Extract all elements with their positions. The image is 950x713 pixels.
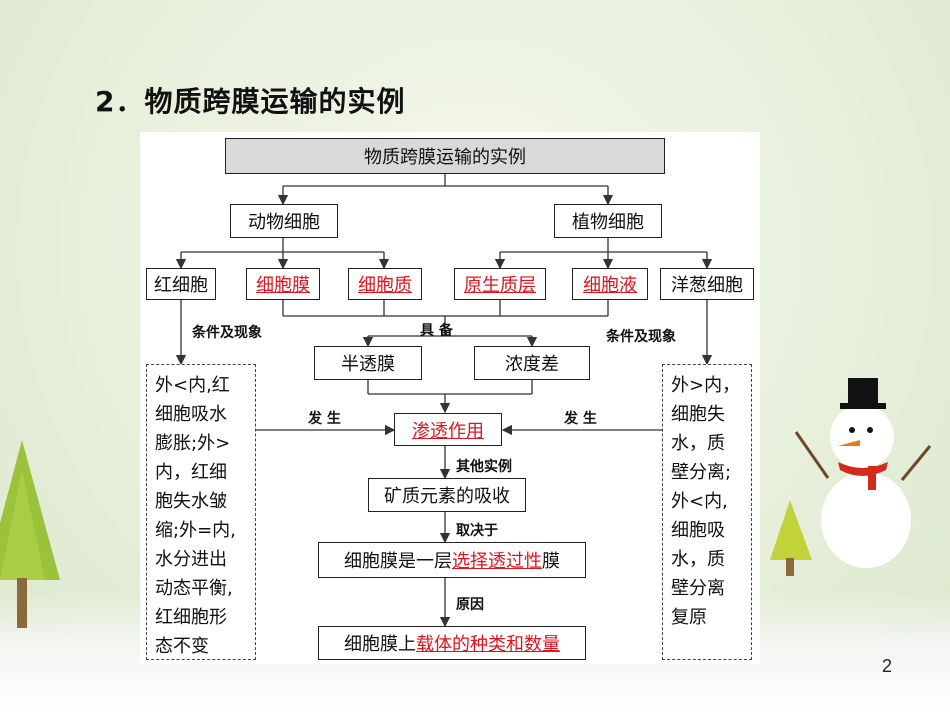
note-line: 外<内, bbox=[671, 491, 728, 512]
red-blood-cell-box: 红细胞 bbox=[146, 268, 216, 300]
right-condition-note: 外>内，细胞失水，质壁分离;外<内,细胞吸水，质壁分离复原 bbox=[662, 364, 752, 660]
selective-suffix: 膜 bbox=[542, 551, 560, 572]
depends-on-label: 取决于 bbox=[456, 523, 498, 539]
semi-permeable-membrane-box: 半透膜 bbox=[314, 346, 422, 380]
left-condition-note: 外<内,红细胞吸水膨胀;外> 内，红细胞失水皱缩;外=内, 水分进出动态平衡, 红细胞… bbox=[146, 364, 256, 660]
occur-left-label: 发 生 bbox=[308, 411, 341, 427]
possess-label: 具 备 bbox=[420, 323, 453, 339]
note-line: 外>内， bbox=[671, 375, 741, 396]
selective-prefix: 细胞膜是一层 bbox=[344, 551, 452, 572]
note-line: 壁分离; bbox=[671, 462, 732, 483]
selective-red-text: 选择透过性 bbox=[452, 551, 542, 572]
note-line: 壁分离 bbox=[671, 578, 725, 599]
reason-label: 原因 bbox=[456, 597, 484, 613]
occur-right-label: 发 生 bbox=[564, 411, 597, 427]
cytoplasm-box: 细胞质 bbox=[348, 268, 422, 300]
protoplast-layer-text: 原生质层 bbox=[464, 275, 536, 296]
note-line: 缩;外=内, bbox=[155, 520, 236, 541]
animal-cell-box: 动物细胞 bbox=[230, 204, 338, 238]
other-examples-label: 其他实例 bbox=[456, 459, 512, 475]
note-line: 水，质 bbox=[671, 433, 725, 454]
cell-sap-text: 细胞液 bbox=[583, 275, 637, 296]
connector-lines bbox=[175, 172, 713, 628]
note-line: 复原 bbox=[671, 607, 707, 628]
carrier-prefix: 细胞膜上 bbox=[344, 634, 416, 655]
cell-sap-box: 细胞液 bbox=[572, 268, 648, 300]
note-line: 外<内,红 bbox=[155, 375, 230, 396]
carrier-box: 细胞膜上载体的种类和数量 bbox=[318, 626, 586, 660]
selective-membrane-box: 细胞膜是一层选择透过性膜 bbox=[318, 542, 586, 578]
tree-small-icon bbox=[770, 500, 812, 576]
note-line: 细胞吸水 bbox=[155, 404, 227, 425]
onion-cell-box: 洋葱细胞 bbox=[660, 268, 754, 300]
concentration-difference-box: 浓度差 bbox=[474, 346, 590, 380]
conditions-left-label: 条件及现象 bbox=[192, 325, 262, 341]
osmosis-box: 渗透作用 bbox=[394, 413, 502, 446]
plant-cell-box: 植物细胞 bbox=[554, 204, 662, 238]
note-line: 水，质 bbox=[671, 549, 725, 570]
mineral-absorption-box: 矿质元素的吸收 bbox=[368, 478, 526, 512]
protoplast-layer-box: 原生质层 bbox=[454, 268, 546, 300]
osmosis-text: 渗透作用 bbox=[412, 420, 484, 442]
note-line: 红细胞形 bbox=[155, 607, 227, 628]
root-box: 物质跨膜运输的实例 bbox=[225, 138, 665, 174]
note-line: 水分进出 bbox=[155, 549, 227, 570]
conditions-right-label: 条件及现象 bbox=[606, 329, 676, 345]
note-line: 细胞失 bbox=[671, 404, 725, 425]
page-number: 2 bbox=[881, 656, 892, 676]
page-title: 2．物质跨膜运输的实例 bbox=[95, 85, 406, 118]
tree-left-icon bbox=[0, 440, 60, 628]
cell-membrane-text: 细胞膜 bbox=[256, 275, 310, 296]
concept-map: 物质跨膜运输的实例 动物细胞 植物细胞 红细胞 细胞膜 细胞质 原生质层 细胞液… bbox=[140, 132, 760, 664]
cell-membrane-box: 细胞膜 bbox=[246, 268, 320, 300]
carrier-red-text: 载体的种类和数量 bbox=[416, 634, 560, 655]
note-line: 态不变 bbox=[155, 636, 209, 657]
cytoplasm-text: 细胞质 bbox=[358, 275, 412, 296]
note-line: 膨胀;外> bbox=[155, 433, 231, 454]
snowman-icon bbox=[794, 378, 932, 568]
note-line: 动态平衡, bbox=[155, 578, 233, 599]
note-line: 胞失水皱 bbox=[155, 491, 227, 512]
note-line: 内，红细 bbox=[155, 462, 227, 483]
note-line: 细胞吸 bbox=[671, 520, 725, 541]
